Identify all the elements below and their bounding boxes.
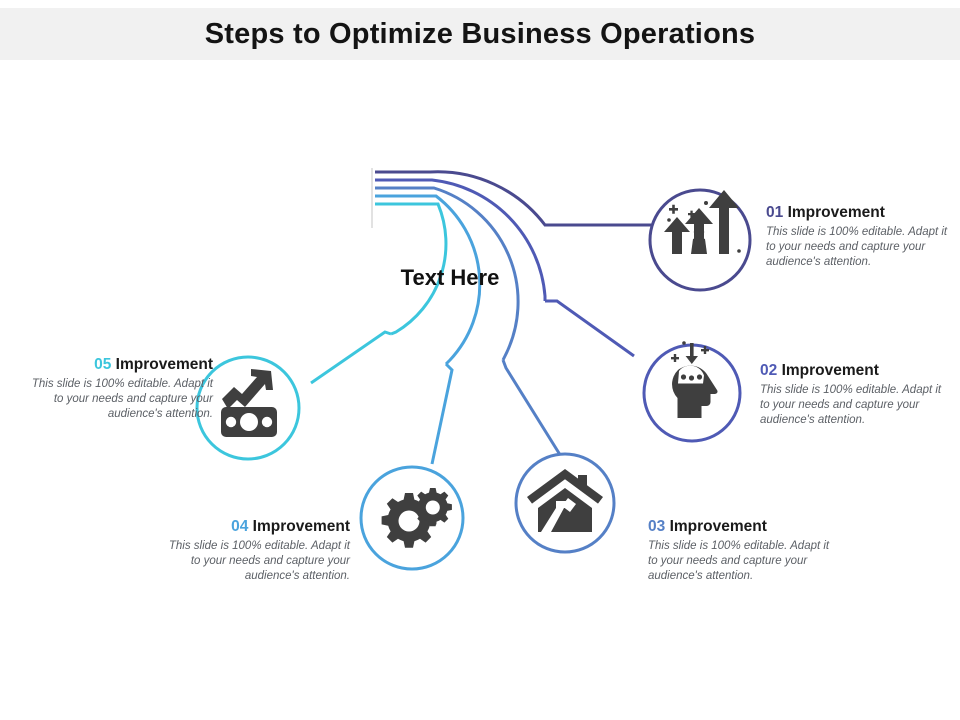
step-title-3: Improvement (669, 518, 767, 535)
house-hammer-icon (527, 469, 603, 532)
connector-step-5 (310, 330, 392, 385)
step-title-2: Improvement (781, 362, 879, 379)
diagram-canvas: Text Here 01 Improvement This slide is 1… (0, 60, 960, 720)
gears-icon (381, 488, 452, 548)
head-thinking-icon (671, 341, 718, 418)
center-label: Text Here (400, 265, 500, 290)
arc-step-2 (375, 178, 547, 301)
step-block-3[interactable]: 03 Improvement This slide is 100% editab… (648, 518, 833, 584)
connector-step-2 (545, 299, 635, 358)
step-title-4: Improvement (252, 518, 350, 535)
step-block-2[interactable]: 02 Improvement This slide is 100% editab… (760, 362, 945, 428)
step-body-4: This slide is 100% editable. Adapt it to… (168, 540, 350, 582)
step-heading-3: 03 Improvement (648, 518, 833, 536)
step-block-1[interactable]: 01 Improvement This slide is 100% editab… (766, 204, 951, 270)
step-title-1: Improvement (787, 204, 885, 221)
step-title-5: Improvement (115, 356, 213, 373)
step-body-1: This slide is 100% editable. Adapt it to… (766, 226, 948, 268)
step-body-2: This slide is 100% editable. Adapt it to… (760, 384, 942, 426)
arc-step-3 (375, 186, 520, 361)
step-number-4: 04 (231, 518, 249, 535)
step-heading-5: 05 Improvement (28, 356, 213, 374)
step-block-5[interactable]: 05 Improvement This slide is 100% editab… (28, 356, 213, 422)
growth-arrows-people-icon (664, 190, 741, 254)
connector-step-3 (501, 359, 569, 467)
step-heading-2: 02 Improvement (760, 362, 945, 380)
arc-step-4 (375, 194, 482, 366)
diagram-svg (195, 168, 752, 571)
money-growth-chart-icon (221, 369, 277, 437)
step-number-1: 01 (766, 204, 784, 221)
step-number-3: 03 (648, 518, 666, 535)
arc-step-5 (375, 202, 448, 336)
step-number-2: 02 (760, 362, 778, 379)
step-number-5: 05 (94, 356, 112, 373)
step-heading-4: 04 Improvement (165, 518, 350, 536)
step-heading-1: 01 Improvement (766, 204, 951, 222)
arc-step-1 (375, 170, 552, 227)
step-block-4[interactable]: 04 Improvement This slide is 100% editab… (165, 518, 350, 584)
connector-step-4 (430, 362, 454, 465)
step-body-5: This slide is 100% editable. Adapt it to… (31, 378, 213, 420)
title-band (0, 8, 960, 60)
step-body-3: This slide is 100% editable. Adapt it to… (648, 540, 830, 582)
page-title: Steps to Optimize Business Operations (204, 18, 756, 50)
